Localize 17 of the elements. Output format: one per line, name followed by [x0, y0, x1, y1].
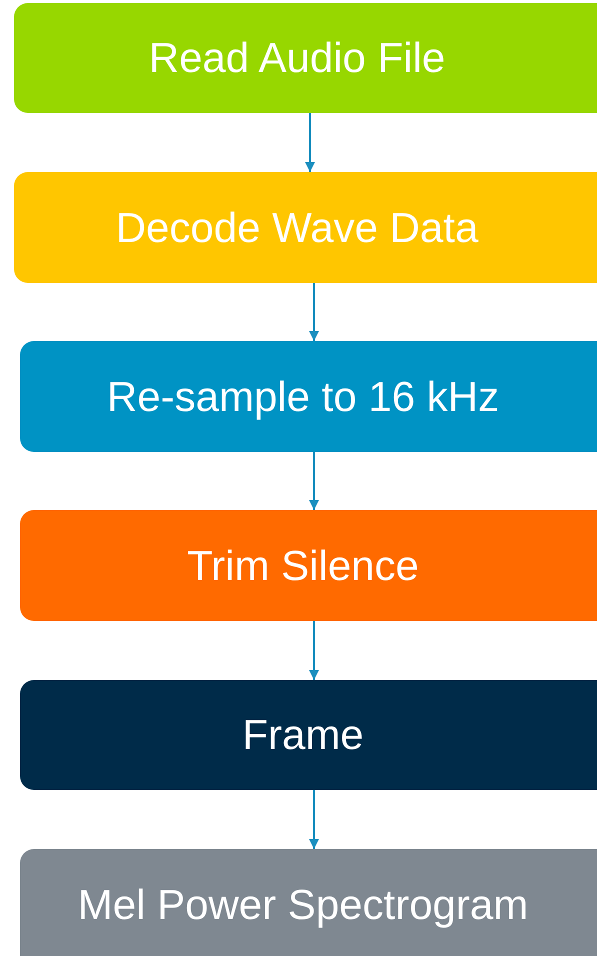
process-box	[14, 172, 597, 283]
step-label: Trim Silence	[187, 542, 419, 590]
step-label: Mel Power Spectrogram	[78, 881, 528, 929]
process-box	[14, 3, 597, 113]
process-box	[20, 341, 597, 452]
step-label: Decode Wave Data	[116, 204, 478, 252]
step-label: Read Audio File	[148, 34, 446, 82]
step-label: Frame	[242, 711, 364, 759]
process-box	[20, 510, 597, 621]
arrow	[309, 621, 319, 680]
step-label: Re-sample to 16 kHz	[106, 372, 500, 420]
arrow	[309, 283, 319, 341]
arrow	[309, 452, 319, 510]
arrow	[309, 790, 319, 849]
process-box	[20, 849, 597, 956]
arrow	[305, 113, 315, 172]
process-box	[20, 680, 597, 790]
